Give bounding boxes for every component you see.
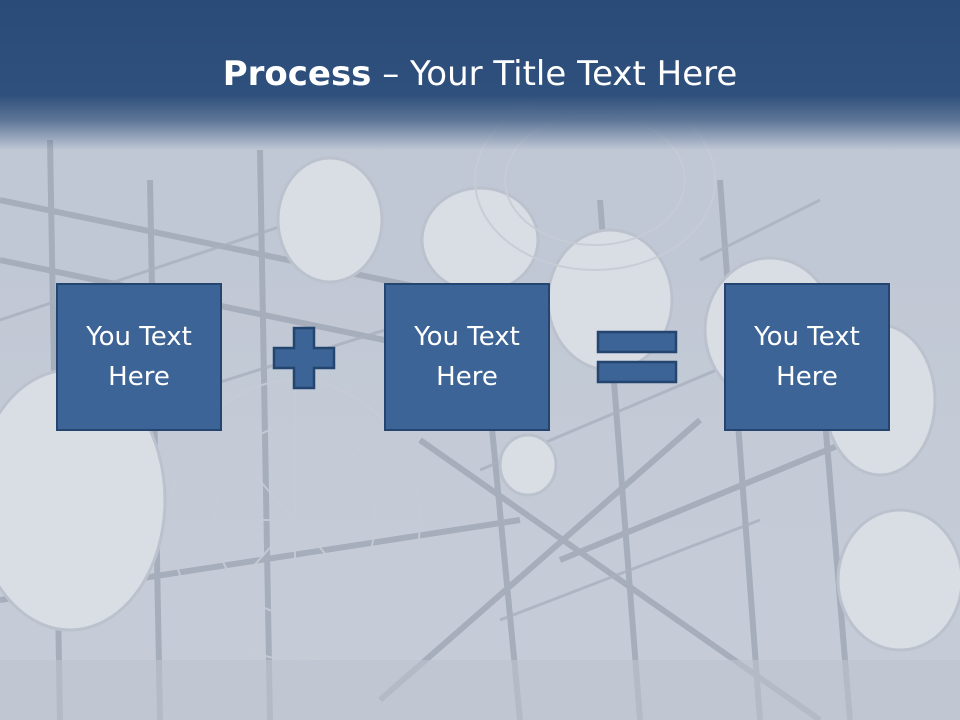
process-box-1[interactable]: You Text Here — [56, 283, 222, 431]
process-box-3[interactable]: You Text Here — [724, 283, 890, 431]
title-bold-part: Process — [222, 54, 372, 94]
process-box-2[interactable]: You Text Here — [384, 283, 550, 431]
process-box-line2: Here — [108, 362, 170, 392]
process-box-line2: Here — [776, 362, 838, 392]
title-regular-part: – Your Title Text Here — [371, 54, 738, 94]
plus-icon — [272, 326, 336, 390]
process-box-line1: You Text — [414, 322, 520, 352]
process-box-line1: You Text — [86, 322, 192, 352]
slide-title: Process – Your Title Text Here — [0, 52, 960, 96]
title-bar — [0, 0, 960, 150]
process-box-line1: You Text — [754, 322, 860, 352]
process-box-line2: Here — [436, 362, 498, 392]
equals-icon — [596, 330, 678, 384]
